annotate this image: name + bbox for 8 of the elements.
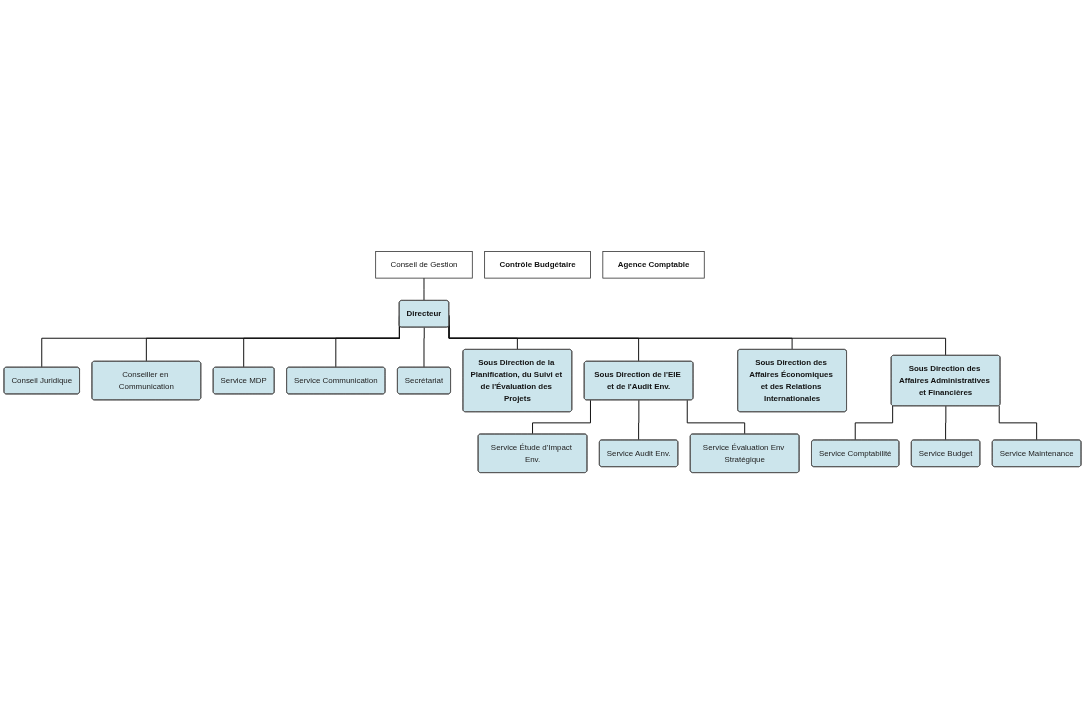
connector	[686, 399, 746, 435]
connector	[854, 405, 894, 441]
connector	[638, 399, 640, 441]
connector	[998, 405, 1038, 441]
connector	[423, 277, 425, 302]
connector	[532, 399, 591, 435]
connector	[423, 326, 425, 368]
connector	[945, 405, 947, 441]
